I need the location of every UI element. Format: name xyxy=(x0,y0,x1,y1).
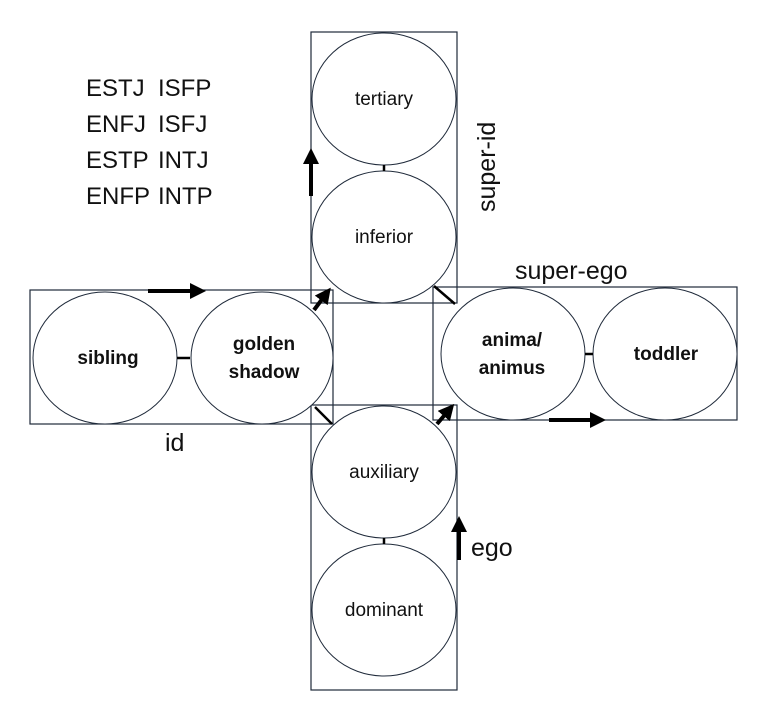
shadow-label: shadow xyxy=(229,362,300,383)
super-ego-label: super-ego xyxy=(515,257,628,285)
type-label: ESTJ xyxy=(86,75,145,102)
connector xyxy=(314,406,333,425)
auxiliary-label: auxiliary xyxy=(349,462,419,483)
type-list: ESTJ ISFP ENFJ ISFJ ESTP INTJ ENFP INTP xyxy=(86,74,238,212)
animus-label: animus xyxy=(479,358,546,379)
type-label: ISFP xyxy=(158,75,212,102)
arrow-icon xyxy=(435,403,455,426)
anima-label: anima/ xyxy=(482,330,543,351)
ego-label: ego xyxy=(471,534,513,562)
toddler-label: toddler xyxy=(634,344,699,365)
type-label: ENFJ xyxy=(86,111,146,138)
golden-shadow-circle xyxy=(190,291,334,425)
type-label: ENFP xyxy=(86,183,151,210)
dominant-label: dominant xyxy=(345,600,424,621)
golden-label: golden xyxy=(233,334,295,355)
type-label: INTP xyxy=(158,183,213,210)
sibling-label: sibling xyxy=(77,348,138,369)
type-label: INTJ xyxy=(158,147,209,174)
type-label: ISFJ xyxy=(158,111,208,138)
tertiary-label: tertiary xyxy=(355,89,414,110)
anima-circle xyxy=(440,287,586,421)
arrow-icon xyxy=(312,287,331,312)
inferior-label: inferior xyxy=(355,227,414,248)
id-label: id xyxy=(165,429,184,457)
type-label: ESTP xyxy=(86,147,149,174)
super-id-label: super-id xyxy=(473,122,501,212)
connector xyxy=(433,285,456,305)
